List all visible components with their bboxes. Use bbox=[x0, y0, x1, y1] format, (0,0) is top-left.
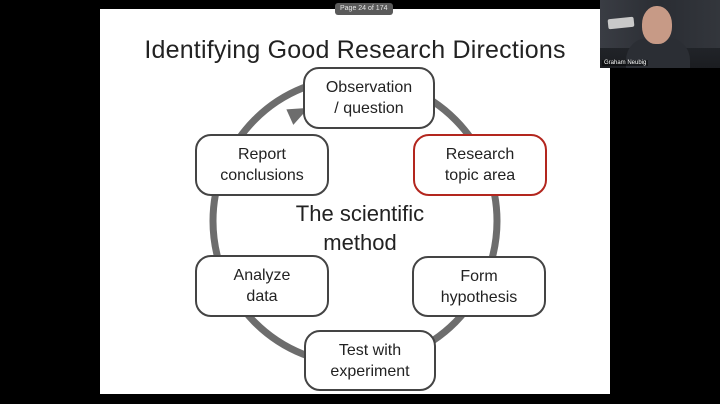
center-label-line: The scientific bbox=[295, 201, 425, 226]
page-indicator: Page 24 of 174 bbox=[335, 3, 393, 15]
node-report-conclusions: Report conclusions bbox=[195, 134, 329, 196]
node-label-line: Form bbox=[460, 267, 498, 285]
node-label-line: Observation bbox=[325, 79, 413, 96]
node-form-hypothesis: Form hypothesis bbox=[412, 256, 546, 317]
node-label-line: topic area bbox=[444, 167, 516, 184]
node-label-line: Analyze bbox=[233, 267, 291, 284]
node-label-line: Report bbox=[237, 146, 286, 163]
node-label-line: experiment bbox=[330, 362, 410, 380]
node-label-line: Test with bbox=[338, 341, 402, 359]
node-label-line: data bbox=[246, 288, 278, 305]
webcam-thumbnail[interactable]: Graham Neubig bbox=[600, 0, 720, 68]
center-label: The scientific method bbox=[280, 199, 440, 257]
node-label-line: conclusions bbox=[220, 167, 304, 184]
node-observation-question: Observation / question bbox=[303, 67, 435, 129]
node-label-line: / question bbox=[334, 100, 404, 117]
center-label-line: method bbox=[323, 230, 397, 255]
node-label-line: hypothesis bbox=[440, 288, 518, 306]
slide: Identifying Good Research Directions Obs… bbox=[100, 9, 610, 394]
slide-title: Identifying Good Research Directions bbox=[144, 36, 566, 64]
node-analyze-data: Analyze data bbox=[195, 255, 329, 317]
node-label-line: Research bbox=[445, 146, 515, 163]
presenter-head-shape bbox=[642, 6, 672, 44]
webcam-name-label: Graham Neubig bbox=[602, 60, 649, 66]
node-research-topic-area: Research topic area bbox=[413, 134, 547, 196]
node-test-with-experiment: Test with experiment bbox=[304, 330, 436, 391]
